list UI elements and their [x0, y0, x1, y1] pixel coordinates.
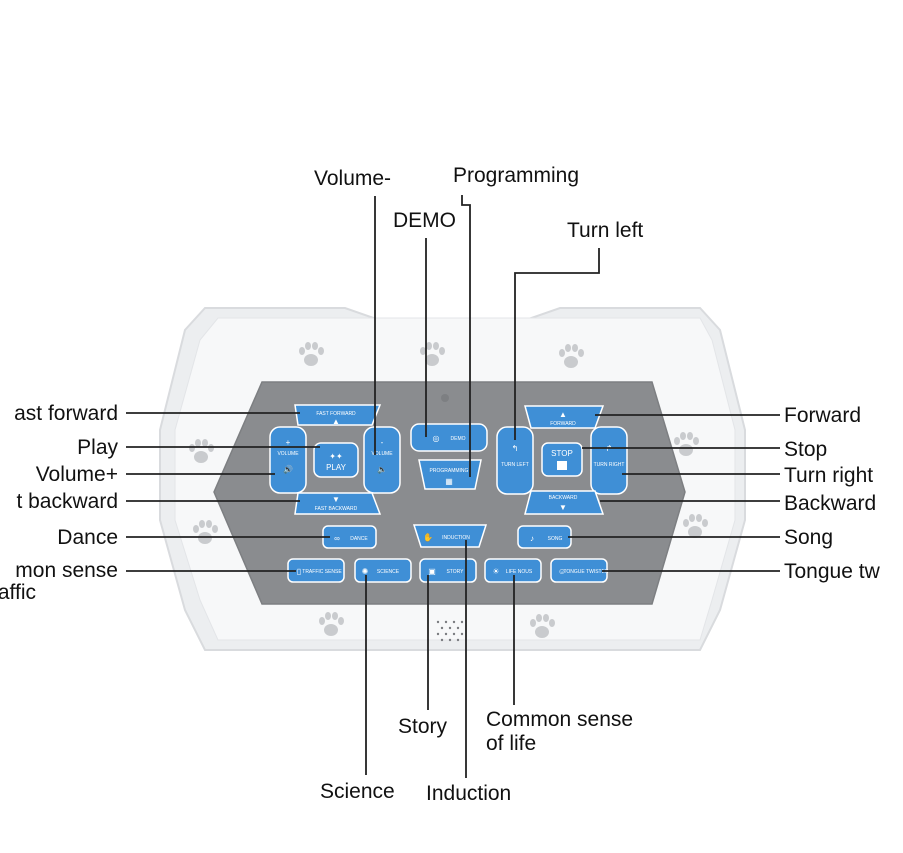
label-stop: Stop — [784, 438, 827, 461]
fast-forward-icon: ▲ — [332, 417, 340, 426]
label-common-sense-life-line2: of life — [486, 732, 536, 755]
stop-button[interactable]: STOP — [541, 442, 583, 477]
label-common-sense-traffic-line2: affic — [0, 581, 36, 604]
forward-button[interactable]: ▲ FORWARD — [524, 405, 605, 429]
svg-text:TURN LEFT: TURN LEFT — [501, 462, 529, 468]
label-fast-forward: ast forward — [14, 402, 118, 425]
hand-icon: ✋ — [423, 532, 433, 542]
life-nous-button[interactable]: ☀ LIFE NOUS — [484, 558, 542, 583]
paw-icon: ✦✦ — [329, 452, 343, 461]
lightbulb-icon: ☀ — [492, 567, 499, 576]
dance-button[interactable]: ∞ DANCE — [322, 525, 377, 549]
svg-text:STORY: STORY — [446, 569, 464, 575]
svg-text:BACKWARD: BACKWARD — [549, 495, 578, 501]
play-button[interactable]: ✦✦ PLAY — [313, 442, 359, 478]
label-volume-minus: Volume- — [314, 167, 391, 190]
turn-right-button[interactable]: ↱ TURN RIGHT — [590, 426, 628, 495]
label-fast-backward: t backward — [16, 490, 118, 513]
backward-button[interactable]: BACKWARD ▼ — [524, 490, 605, 515]
fast-backward-button[interactable]: ▼ FAST BACKWARD — [294, 492, 382, 515]
induction-button[interactable]: ✋ INDUCTION — [412, 524, 488, 548]
song-button[interactable]: ♪ SONG — [517, 525, 572, 549]
face-icon: ☺ — [558, 567, 566, 576]
fast-backward-icon: ▼ — [332, 495, 340, 504]
svg-text:TRAFFIC SENSE: TRAFFIC SENSE — [302, 569, 342, 575]
label-common-sense-life: Common sense — [486, 708, 633, 731]
svg-text:FORWARD: FORWARD — [550, 421, 576, 427]
label-play: Play — [77, 436, 118, 459]
fast-forward-button[interactable]: FAST FORWARD ▲ — [294, 404, 382, 426]
svg-text:TONGUE TWISTER: TONGUE TWISTER — [563, 569, 608, 575]
blocks-icon: ▦ — [445, 477, 453, 486]
label-common-sense-traffic: mon sense — [15, 559, 118, 582]
volume-plus-button[interactable]: + VOLUME 🔊 — [269, 426, 307, 494]
leader-lines — [126, 195, 780, 778]
label-song: Song — [784, 526, 833, 549]
down-arrow-icon: ▼ — [559, 503, 567, 512]
label-story: Story — [398, 715, 448, 738]
book-icon: ▣ — [428, 567, 436, 576]
label-demo: DEMO — [393, 209, 456, 232]
indicator-light — [441, 394, 449, 402]
svg-text:TURN RIGHT: TURN RIGHT — [594, 462, 625, 468]
music-note-icon: ♪ — [530, 534, 534, 543]
label-forward: Forward — [784, 404, 861, 427]
stop-square-icon — [557, 461, 567, 470]
science-button[interactable]: ✺ SCIENCE — [354, 558, 412, 583]
svg-text:PROGRAMMING: PROGRAMMING — [430, 468, 469, 474]
volume-minus-button[interactable]: - VOLUME 🔈 — [363, 426, 401, 494]
label-tongue-twister: Tongue tw — [784, 560, 881, 583]
traffic-sense-button[interactable]: ▯ TRAFFIC SENSE — [287, 558, 345, 583]
svg-text:SCIENCE: SCIENCE — [377, 569, 400, 575]
turn-left-button[interactable]: ↰ TURN LEFT — [496, 426, 534, 495]
svg-text:FAST BACKWARD: FAST BACKWARD — [315, 506, 358, 512]
infinity-icon: ∞ — [334, 534, 340, 543]
svg-text:VOLUME: VOLUME — [371, 451, 393, 457]
svg-text:LIFE NOUS: LIFE NOUS — [506, 569, 533, 575]
svg-text:FAST FORWARD: FAST FORWARD — [316, 411, 356, 417]
atom-icon: ✺ — [362, 567, 369, 576]
story-button[interactable]: ▣ STORY — [419, 558, 477, 583]
svg-text:DANCE: DANCE — [350, 536, 368, 542]
label-backward: Backward — [784, 492, 876, 515]
svg-text:INDUCTION: INDUCTION — [442, 535, 470, 541]
traffic-light-icon: ▯ — [297, 567, 301, 576]
label-dance: Dance — [57, 526, 118, 549]
svg-text:PLAY: PLAY — [326, 463, 347, 472]
svg-text:SONG: SONG — [548, 536, 563, 542]
label-turn-left: Turn left — [567, 219, 643, 242]
up-arrow-icon: ▲ — [559, 410, 567, 419]
svg-text:STOP: STOP — [551, 449, 573, 458]
demo-button[interactable]: ◎ DEMO — [410, 423, 488, 452]
tongue-twister-button[interactable]: ☺ TONGUE TWISTER — [550, 558, 609, 583]
label-programming: Programming — [453, 164, 579, 187]
svg-text:VOLUME: VOLUME — [277, 451, 299, 457]
film-reel-icon: ◎ — [433, 434, 440, 443]
label-science: Science — [320, 780, 395, 803]
speaker-grille — [436, 620, 464, 642]
programming-button[interactable]: PROGRAMMING ▦ — [418, 459, 482, 490]
svg-text:-: - — [381, 438, 384, 447]
speaker-icon: 🔈 — [377, 465, 387, 474]
label-volume-plus: Volume+ — [36, 463, 118, 486]
label-turn-right: Turn right — [784, 464, 873, 487]
svg-text:+: + — [286, 438, 291, 447]
speaker-icon: 🔊 — [283, 464, 293, 474]
svg-text:DEMO: DEMO — [451, 436, 466, 442]
label-induction: Induction — [426, 782, 511, 805]
turn-left-arrow-icon: ↰ — [512, 444, 519, 453]
